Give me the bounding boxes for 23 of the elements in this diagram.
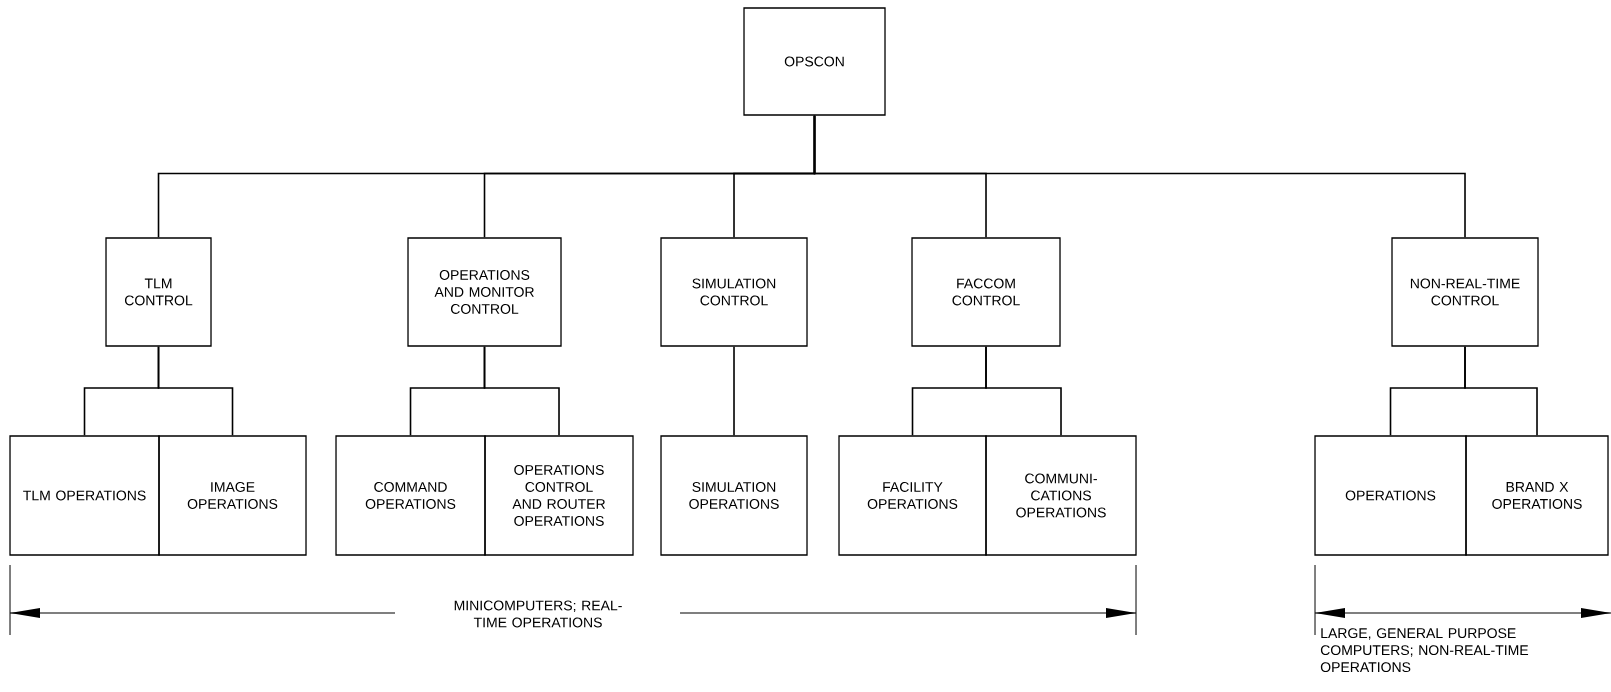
- org-box: OPERATIONS: [1314, 435, 1467, 556]
- connector-line: [157, 345, 234, 437]
- org-box: COMMAND OPERATIONS: [335, 435, 486, 556]
- org-box: COMMUNI- CATIONS OPERATIONS: [985, 435, 1137, 556]
- connector-line: [733, 345, 735, 437]
- org-box: TLM OPERATIONS: [9, 435, 160, 556]
- org-box: OPSCON: [743, 7, 886, 116]
- org-box: OPERATIONS AND MONITOR CONTROL: [407, 237, 562, 347]
- org-box: TLM CONTROL: [105, 237, 212, 347]
- org-box: NON-REAL-TIME CONTROL: [1391, 237, 1539, 347]
- dimension-label: LARGE, GENERAL PURPOSE COMPUTERS; NON-REAL-TIME OPERATIONS: [1320, 628, 1529, 673]
- org-box: SIMULATION OPERATIONS: [660, 435, 808, 556]
- org-box: BRAND X OPERATIONS: [1465, 435, 1609, 556]
- connector-line: [1464, 345, 1538, 437]
- org-box: FACILITY OPERATIONS: [838, 435, 987, 556]
- org-box: FACCOM CONTROL: [911, 237, 1061, 347]
- connector-line: [483, 345, 560, 437]
- org-box: IMAGE OPERATIONS: [158, 435, 307, 556]
- org-box: SIMULATION CONTROL: [660, 237, 808, 347]
- org-box: OPERATIONS CONTROL AND ROUTER OPERATIONS: [484, 435, 634, 556]
- connector-line: [813, 114, 1466, 239]
- connector-line: [985, 345, 1062, 437]
- dimension-label: MINICOMPUTERS; REAL-TIME OPERATIONS: [454, 600, 622, 628]
